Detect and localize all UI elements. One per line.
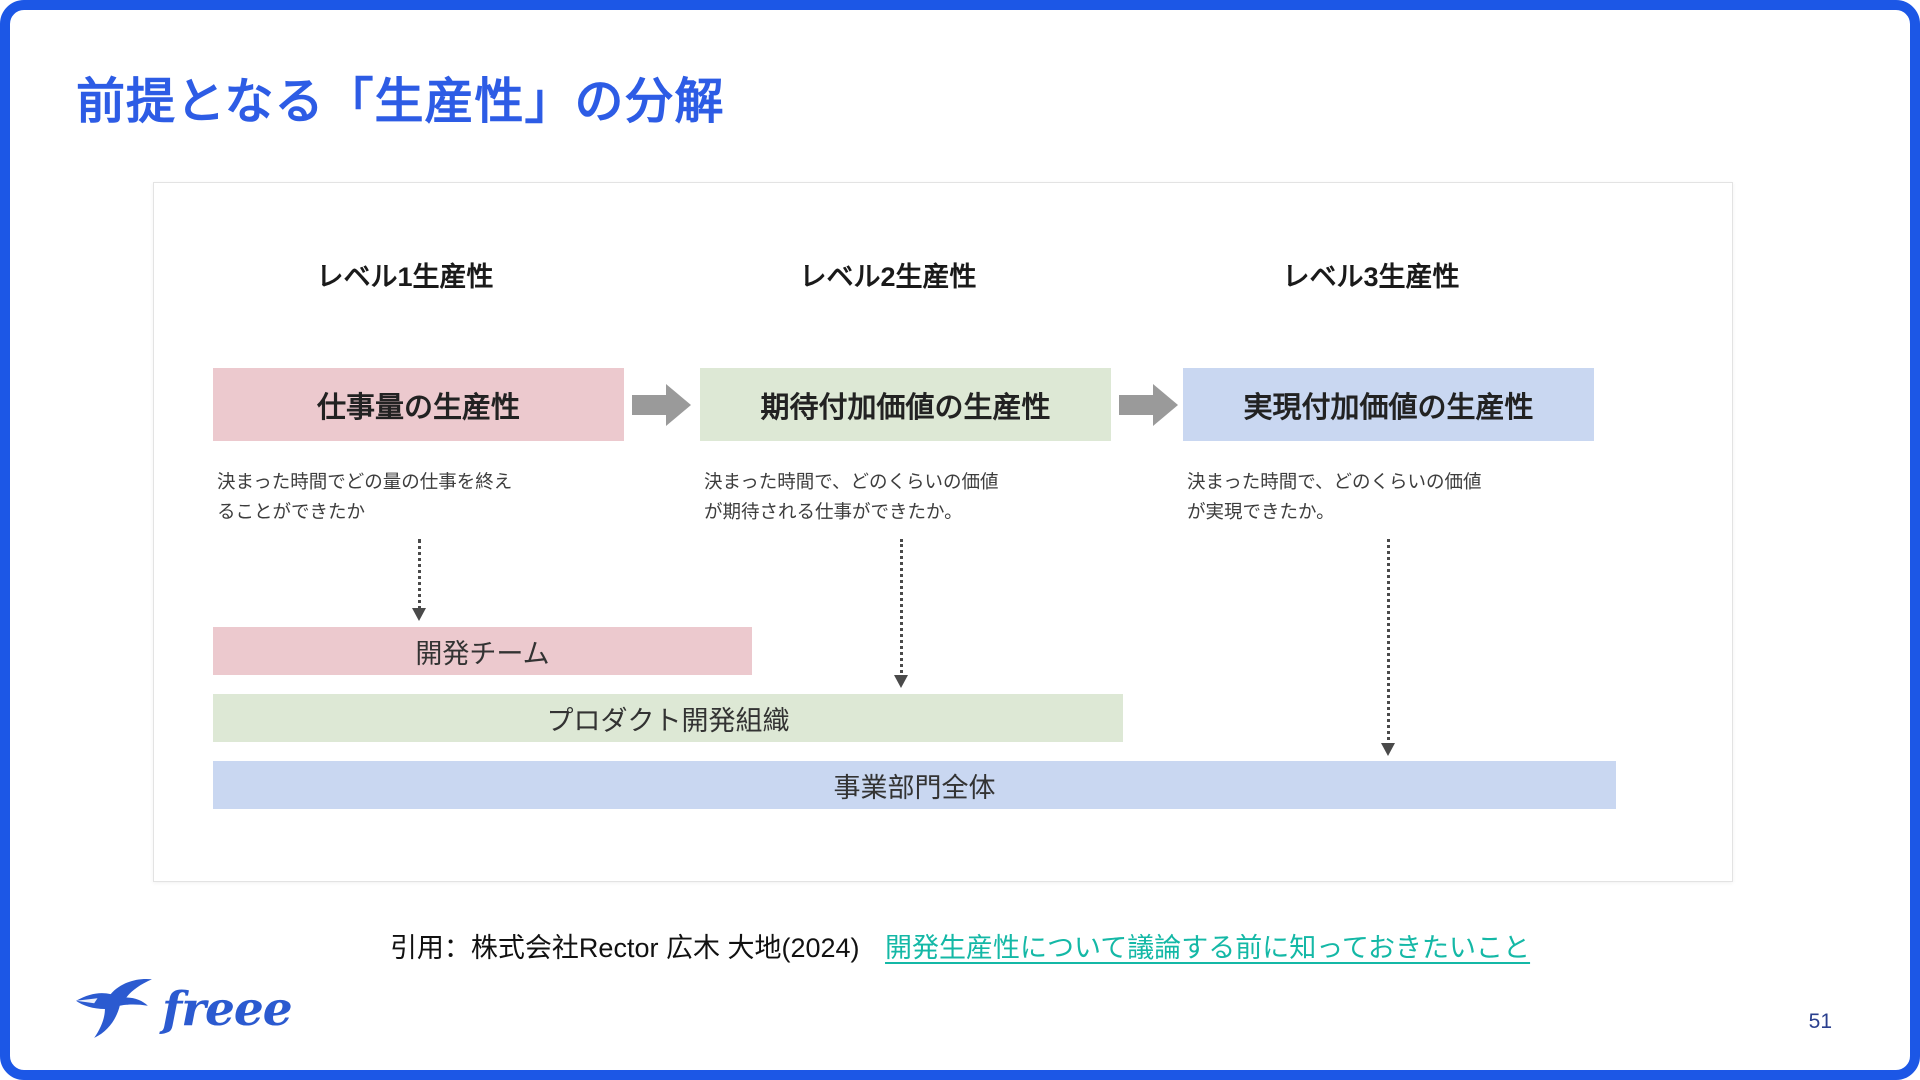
scope-bar-business-div: 事業部門全体	[213, 761, 1616, 809]
dotted-down-arrow-icon	[894, 539, 908, 688]
scope-bar-product-org: プロダクト開発組織	[213, 694, 1123, 742]
level1-description: 決まった時間でどの量の仕事を終え ることができたか	[217, 471, 513, 522]
page-title: 前提となる「生産性」の分解	[76, 75, 725, 129]
arrow-head	[666, 384, 691, 426]
right-arrow-icon	[1119, 383, 1178, 427]
page-number: 51	[1808, 1010, 1832, 1033]
level3-description: 決まった時間で、どのくらいの価値 が実現できたか。	[1187, 471, 1482, 522]
level1-box: 仕事量の生産性	[213, 368, 624, 441]
level2-description: 決まった時間で、どのくらいの価値 が期待される仕事ができたか。	[704, 471, 999, 522]
scope-bar-dev-team: 開発チーム	[213, 627, 752, 675]
level2-header: レベル2生産性	[799, 262, 977, 292]
diagram-panel: レベル1生産性 レベル2生産性 レベル3生産性 仕事量の生産性 期待付加価値の生…	[153, 182, 1733, 882]
arrow-shaft	[632, 395, 666, 415]
citation-text: 引用：株式会社Rector 広木 大地(2024)	[389, 933, 860, 963]
level1-header: レベル1生産性	[316, 262, 494, 292]
dotted-down-arrow-icon	[1381, 539, 1395, 756]
freee-logo: freee	[72, 976, 293, 1042]
logo-wordmark: freee	[162, 981, 293, 1037]
citation-link[interactable]: 開発生産性について議論する前に知っておきたいこと	[885, 933, 1531, 963]
right-arrow-icon	[632, 383, 691, 427]
level2-box: 期待付加価値の生産性	[700, 368, 1111, 441]
swallow-bird-icon	[76, 979, 152, 1038]
arrow-head	[1153, 384, 1178, 426]
arrow-shaft	[1119, 395, 1153, 415]
citation: 引用：株式会社Rector 広木 大地(2024) 開発生産性について議論する前…	[10, 926, 1910, 965]
dotted-down-arrow-icon	[412, 539, 426, 621]
level3-box: 実現付加価値の生産性	[1183, 368, 1594, 441]
level3-header: レベル3生産性	[1282, 262, 1460, 292]
